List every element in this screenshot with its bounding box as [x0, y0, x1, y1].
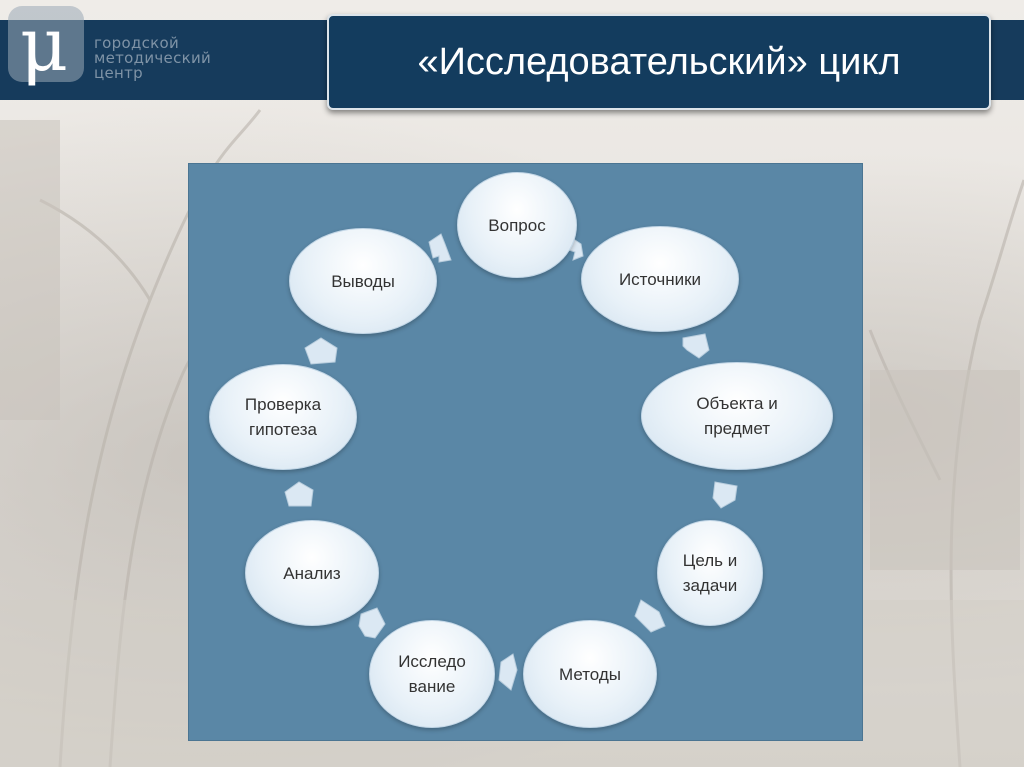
logo-mu-icon: μ	[8, 0, 88, 96]
node-label: Объекта и предмет	[696, 394, 778, 438]
cycle-node-issledovanie: Исследо вание	[369, 620, 495, 728]
arrow-vyvody-vopros	[428, 233, 452, 263]
title-box: «Исследовательский» цикл	[327, 14, 991, 110]
arrow-cel-metody	[634, 599, 666, 633]
cycle-node-proverka: Проверка гипотеза	[209, 364, 357, 470]
cycle-node-metody: Методы	[523, 620, 657, 728]
arrow-issledovanie-analiz	[358, 607, 386, 639]
node-label: Анализ	[283, 563, 341, 583]
logo-line-3: центр	[94, 64, 144, 82]
arrow-istochniki-obekt	[682, 333, 710, 359]
cycle-arrows	[284, 233, 738, 691]
cycle-node-istochniki: Источники	[581, 226, 739, 332]
logo-glyph: μ	[20, 2, 68, 88]
arrow-analiz-proverka	[284, 481, 314, 507]
cycle-node-vopros: Вопрос	[457, 172, 577, 278]
logo-text: городской методический центр	[94, 36, 211, 81]
node-label: Исследо вание	[398, 652, 466, 696]
node-label: Проверка гипотеза	[244, 395, 322, 439]
logo-line-2: методический	[94, 49, 212, 67]
logo-line-1: городской	[94, 34, 180, 52]
arrow-obekt-cel	[712, 481, 738, 509]
node-label: Цель и задачи	[682, 551, 738, 595]
node-label: Вопрос	[488, 215, 546, 235]
diagram-panel: Вопрос Источники Объекта и предмет Цель …	[189, 164, 862, 740]
cycle-node-obekt: Объекта и предмет	[641, 362, 833, 470]
cycle-node-vyvody: Выводы	[289, 228, 437, 334]
arrow-proverka-vyvody	[304, 337, 338, 365]
node-label: Источники	[618, 269, 702, 289]
cycle-node-analiz: Анализ	[245, 520, 379, 626]
node-label: Выводы	[331, 271, 395, 291]
arrow-metody-issledovanie	[498, 653, 518, 691]
page-title: «Исследовательский» цикл	[417, 40, 901, 83]
cycle-node-cel: Цель и задачи	[657, 520, 763, 626]
node-label: Методы	[558, 664, 622, 684]
